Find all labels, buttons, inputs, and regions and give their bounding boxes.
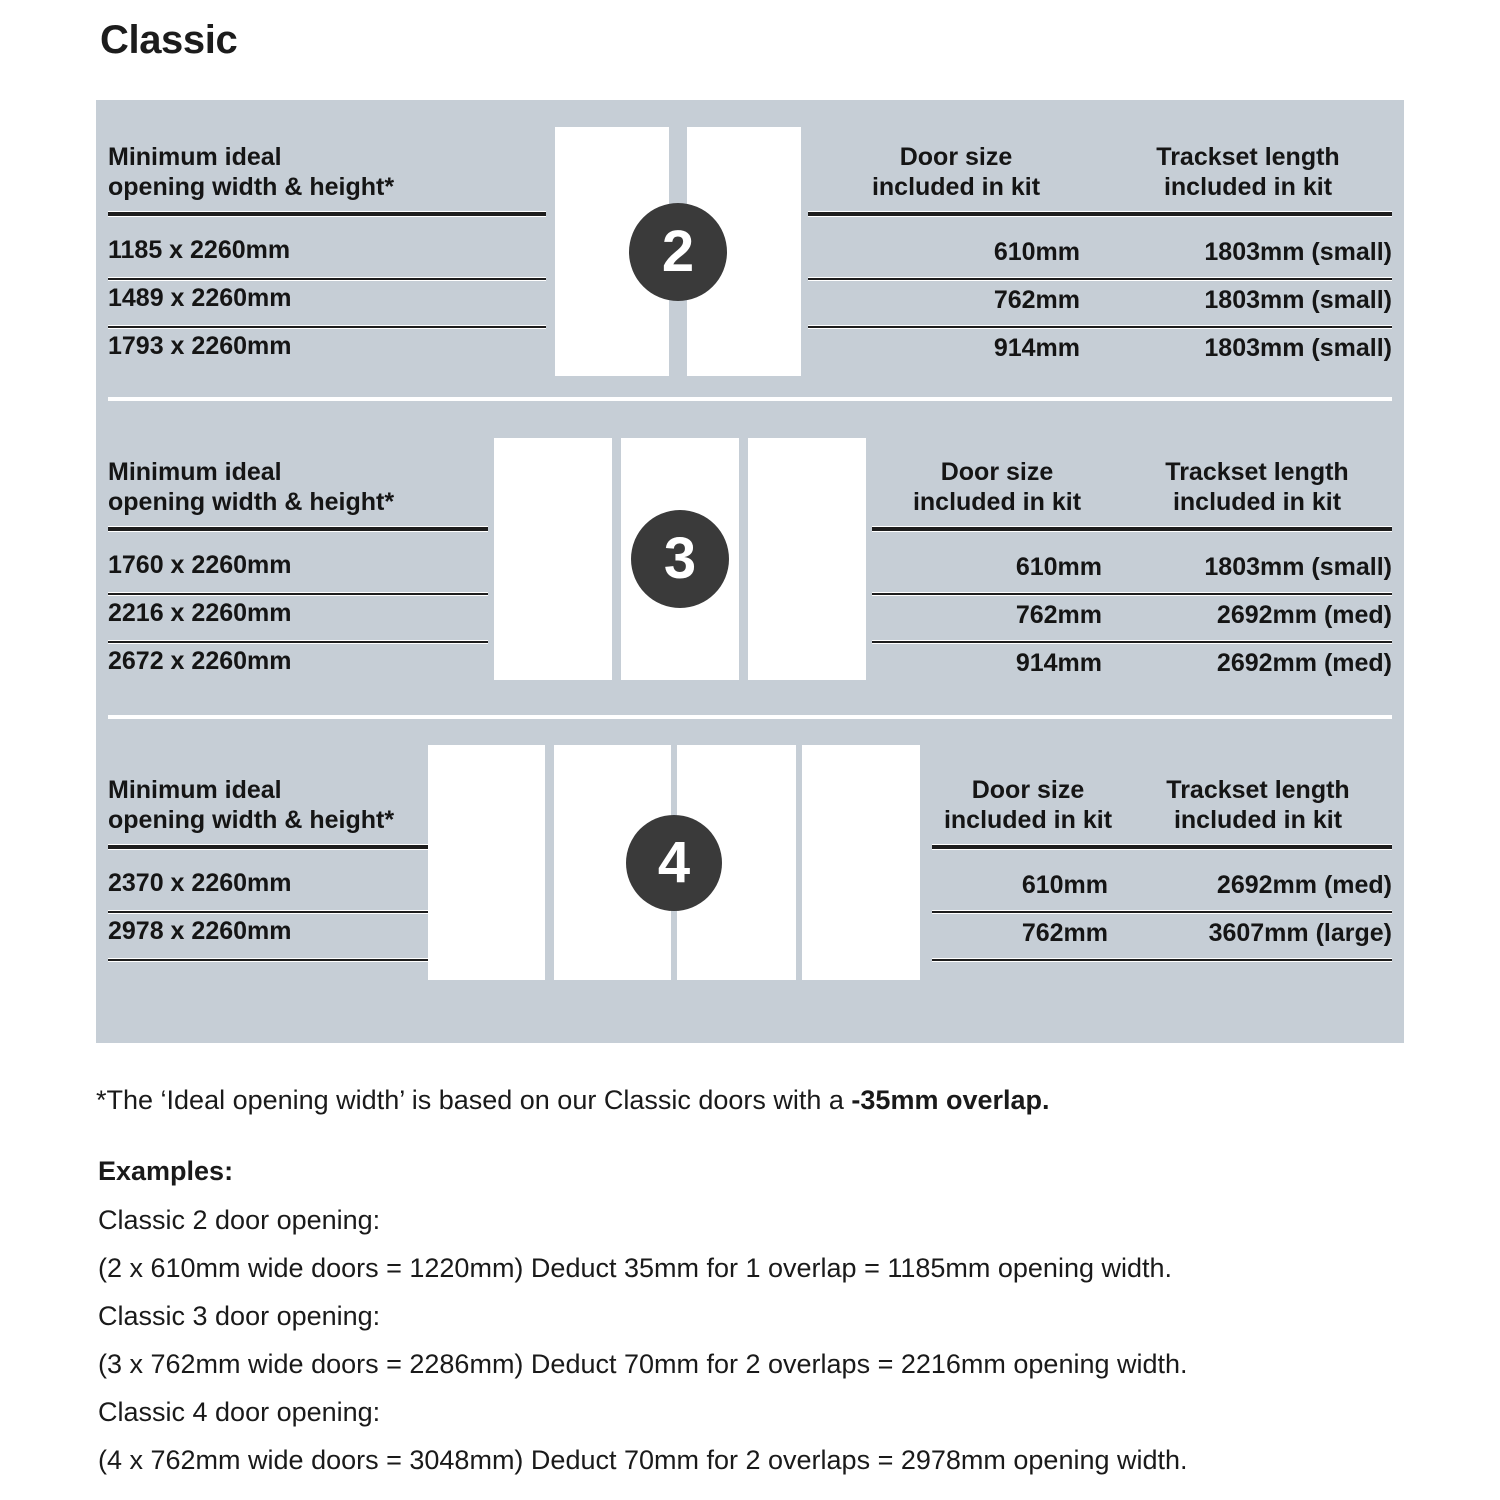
- specification-panel: Minimum ideal opening width & height* 11…: [96, 100, 1404, 1043]
- door-count-badge: 4: [626, 815, 722, 911]
- door-gap: [545, 745, 554, 980]
- table-row: 2672 x 2260mm: [108, 647, 292, 675]
- table-rule: [808, 278, 1392, 280]
- table-cell-door-size: 762mm: [993, 286, 1080, 314]
- footnote: *The ‘Ideal opening width’ is based on o…: [96, 1085, 1050, 1116]
- column-header-opening: Minimum ideal opening width & height*: [108, 143, 395, 202]
- example-line: Classic 2 door opening:: [98, 1205, 381, 1235]
- footnote-emphasis: -35mm overlap.: [851, 1085, 1050, 1115]
- column-header-door-size: Door size included in kit: [871, 143, 1041, 202]
- table-row: 1793 x 2260mm: [108, 332, 292, 360]
- table-cell-trackset: 1803mm (small): [1204, 334, 1392, 362]
- table-row: 1489 x 2260mm: [108, 284, 292, 312]
- table-cell-door-size: 914mm: [993, 334, 1080, 362]
- example-line: Classic 3 door opening:: [98, 1301, 381, 1331]
- section-4-door: Minimum ideal opening width & height* 23…: [96, 720, 1404, 1043]
- table-rule: [872, 593, 1392, 595]
- door-panel: [748, 438, 866, 680]
- table-cell-trackset: 1803mm (small): [1204, 286, 1392, 314]
- table-row: 1760 x 2260mm: [108, 551, 292, 579]
- table-cell-door-size: 610mm: [1015, 553, 1102, 581]
- column-header-door-size: Door size included in kit: [912, 458, 1082, 517]
- table-cell-trackset: 2692mm (med): [1216, 871, 1392, 899]
- example-line: (2 x 610mm wide doors = 1220mm) Deduct 3…: [98, 1253, 1173, 1283]
- section-divider: [108, 715, 1392, 719]
- example-line: (3 x 762mm wide doors = 2286mm) Deduct 7…: [98, 1349, 1188, 1379]
- table-cell-door-size: 762mm: [1021, 919, 1108, 947]
- table-rule: [108, 212, 546, 216]
- table-cell-trackset: 3607mm (large): [1208, 919, 1392, 947]
- table-row: 1185 x 2260mm: [108, 236, 291, 264]
- table-rule: [808, 326, 1392, 328]
- table-rule: [932, 911, 1392, 913]
- column-header-opening: Minimum ideal opening width & height*: [108, 458, 395, 517]
- page-title: Classic: [100, 18, 238, 62]
- section-divider: [108, 397, 1392, 401]
- table-rule: [108, 959, 428, 961]
- table-rule: [932, 959, 1392, 961]
- door-diagram-2: [555, 127, 801, 376]
- table-cell-trackset: 1803mm (small): [1204, 553, 1392, 581]
- door-count-badge: 3: [631, 510, 729, 608]
- table-rule: [108, 845, 428, 849]
- example-line: Classic 4 door opening:: [98, 1397, 381, 1427]
- table-rule: [108, 911, 428, 913]
- table-row: 2978 x 2260mm: [108, 917, 292, 945]
- table-cell-door-size: 610mm: [993, 238, 1080, 266]
- examples-heading: Examples:: [98, 1156, 234, 1186]
- table-cell-trackset: 1803mm (small): [1204, 238, 1392, 266]
- table-row: 2370 x 2260mm: [108, 869, 292, 897]
- door-count-badge: 2: [629, 203, 727, 301]
- column-header-trackset: Trackset length included in kit: [1166, 776, 1350, 835]
- column-header-trackset: Trackset length included in kit: [1156, 143, 1340, 202]
- table-cell-trackset: 2692mm (med): [1216, 601, 1392, 629]
- door-panel: [494, 438, 612, 680]
- table-rule: [108, 326, 546, 328]
- door-gap: [612, 438, 621, 680]
- door-gap: [739, 438, 748, 680]
- table-rule: [108, 527, 488, 531]
- door-panel: [428, 745, 545, 980]
- column-header-door-size: Door size included in kit: [943, 776, 1113, 835]
- footnote-text: *The ‘Ideal opening width’ is based on o…: [96, 1085, 852, 1115]
- table-cell-door-size: 610mm: [1021, 871, 1108, 899]
- column-header-trackset: Trackset length included in kit: [1165, 458, 1349, 517]
- table-rule: [932, 845, 1392, 849]
- table-rule: [872, 527, 1392, 531]
- table-cell-door-size: 762mm: [1015, 601, 1102, 629]
- table-rule: [108, 641, 488, 643]
- door-panel: [802, 745, 920, 980]
- example-line: (4 x 762mm wide doors = 3048mm) Deduct 7…: [98, 1445, 1188, 1475]
- table-cell-trackset: 2692mm (med): [1216, 649, 1392, 677]
- table-row: 2216 x 2260mm: [108, 599, 292, 627]
- table-rule: [808, 212, 1392, 216]
- table-rule: [108, 278, 546, 280]
- section-2-door: Minimum ideal opening width & height* 11…: [96, 100, 1404, 399]
- table-rule: [872, 641, 1392, 643]
- table-rule: [108, 593, 488, 595]
- column-header-opening: Minimum ideal opening width & height*: [108, 776, 395, 835]
- section-3-door: Minimum ideal opening width & height* 17…: [96, 402, 1404, 717]
- table-cell-door-size: 914mm: [1015, 649, 1102, 677]
